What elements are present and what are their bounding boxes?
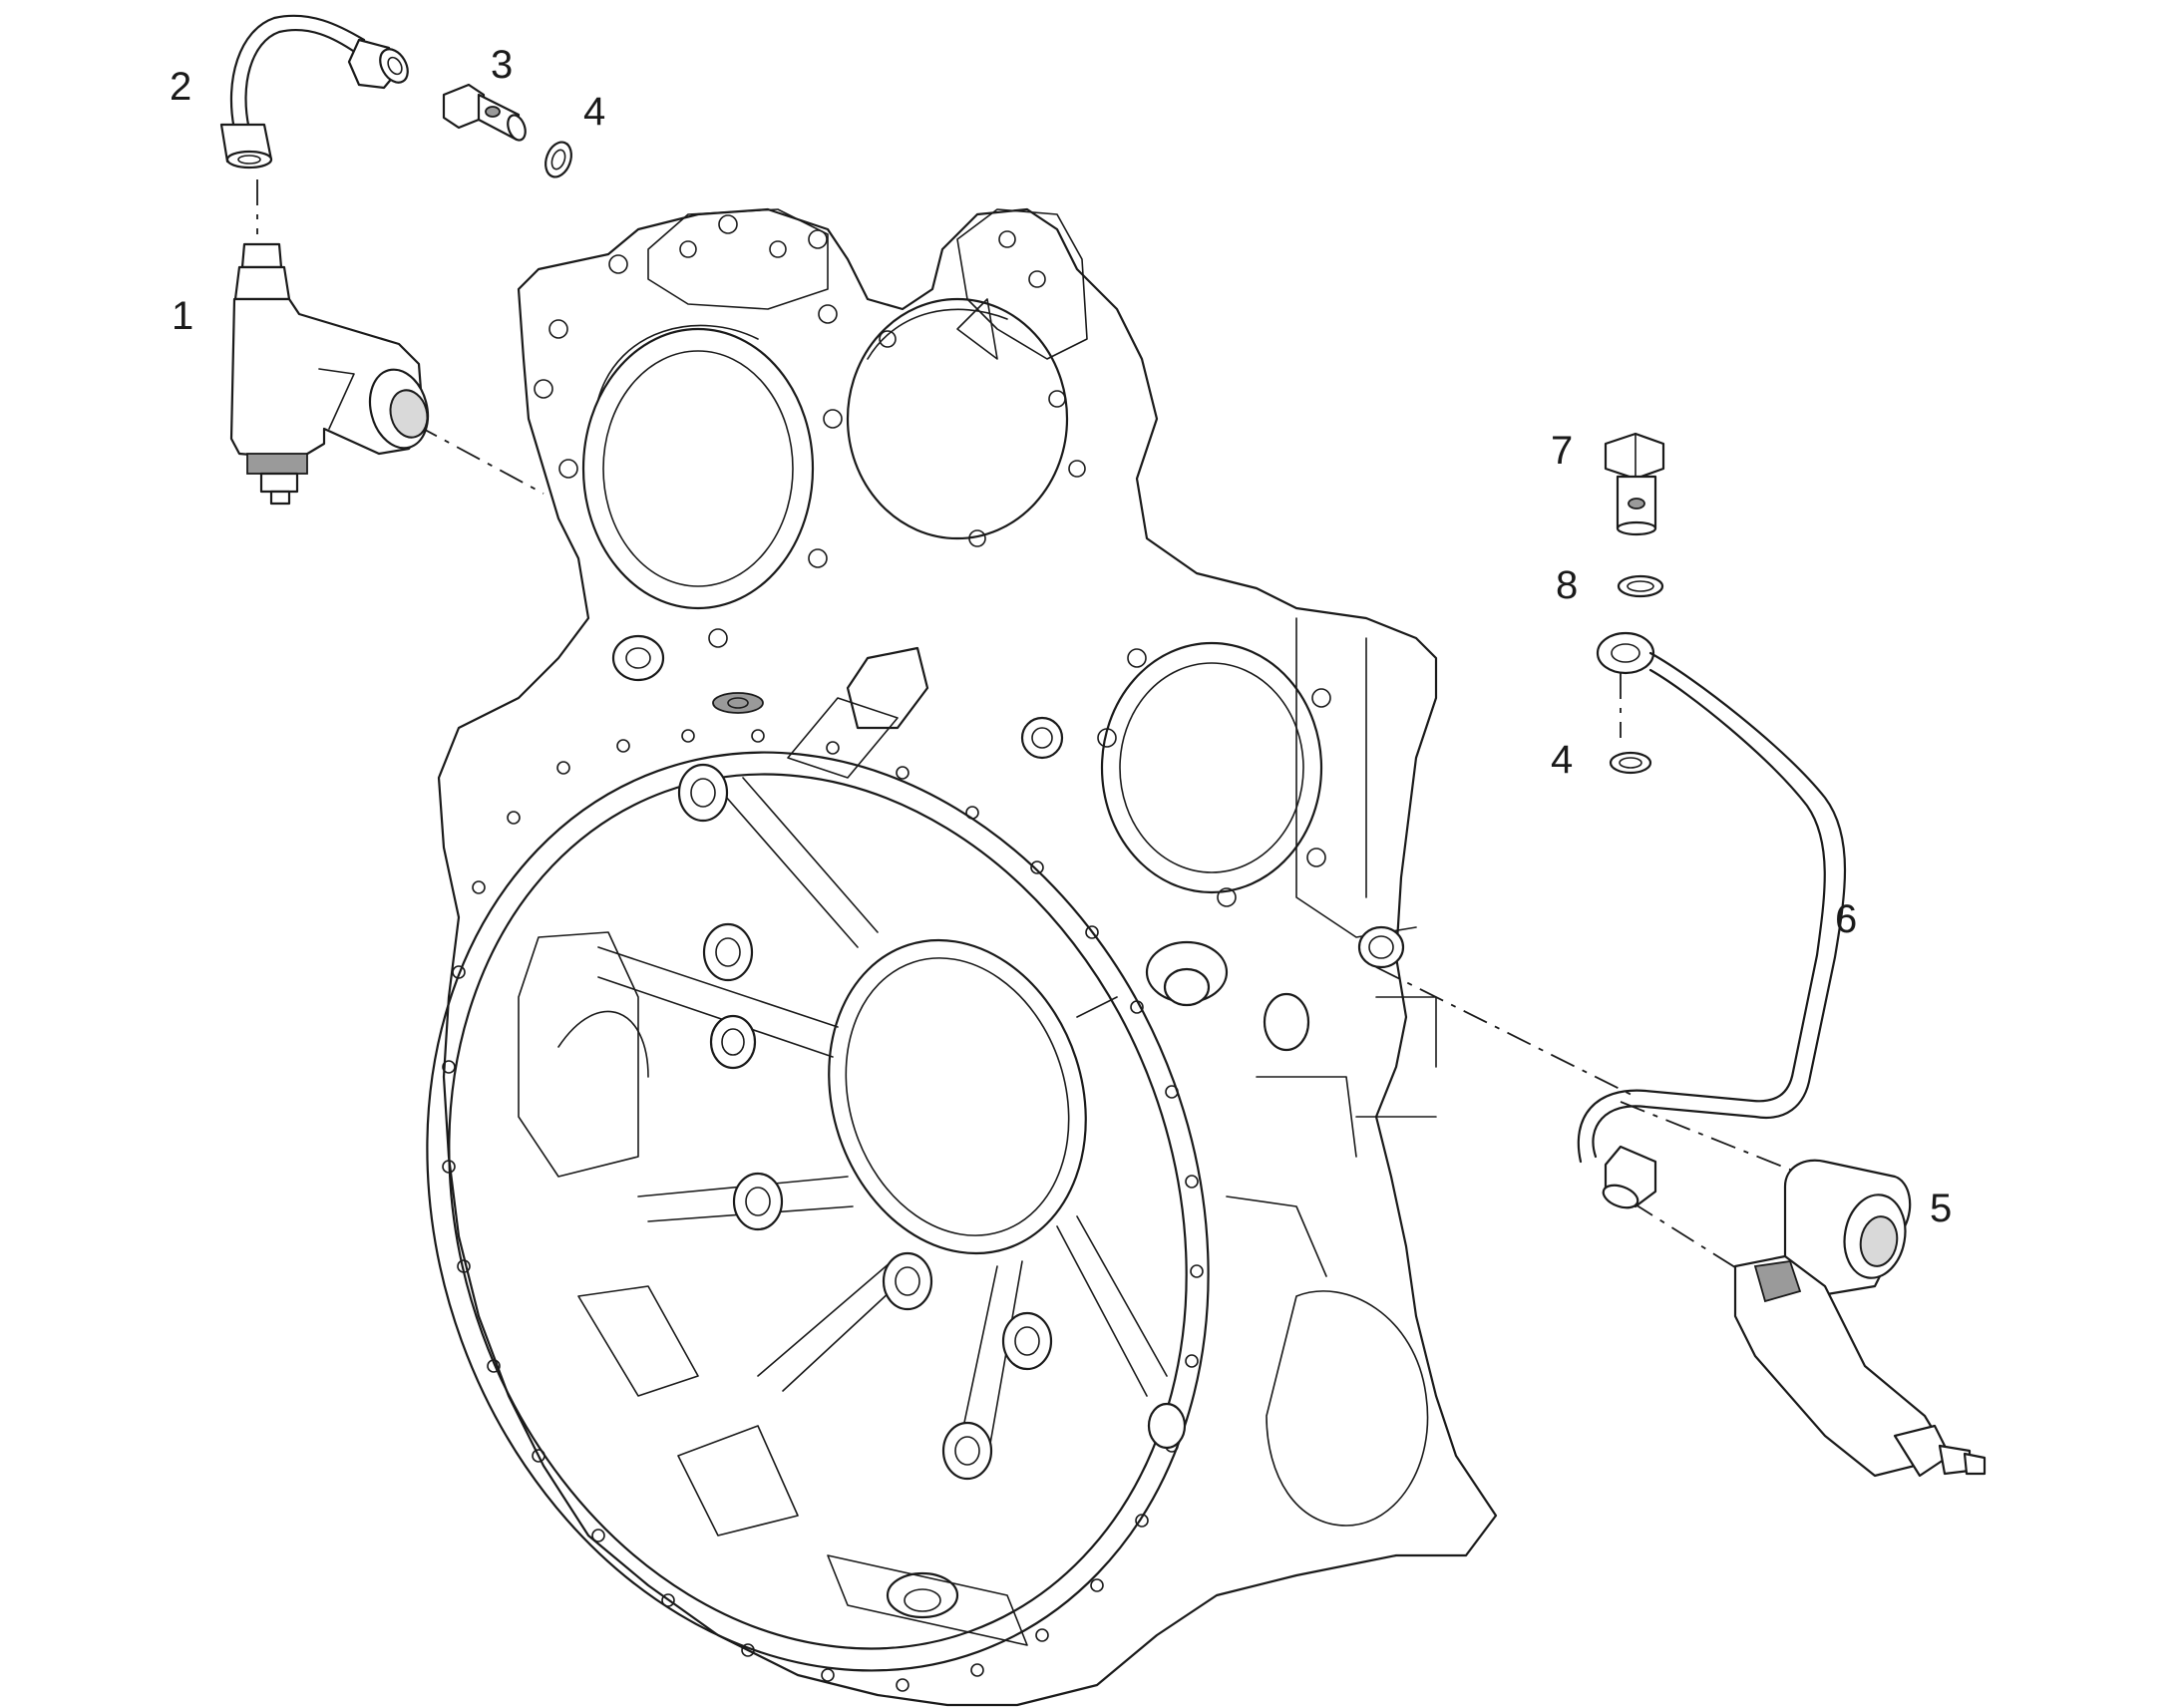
callout-8: 8: [1556, 563, 1578, 607]
part-4-washer-right: [1609, 751, 1652, 775]
callout-6: 6: [1835, 897, 1857, 941]
part-2-pipe: [219, 14, 409, 170]
part-4-washer-top: [545, 141, 572, 178]
part-6-pipe: [1577, 631, 1847, 1209]
callout-5: 5: [1930, 1187, 1952, 1230]
part-3-banjo-bolt: [442, 83, 527, 142]
callout-7: 7: [1551, 429, 1573, 473]
part-7-banjo-bolt: [1604, 432, 1665, 536]
flywheel-housing: [426, 207, 1498, 1707]
callout-4-top: 4: [583, 90, 605, 134]
part-1-solenoid-valve: [229, 242, 430, 506]
callout-3: 3: [491, 43, 513, 87]
part-5-solenoid-valve: [1733, 1159, 1987, 1478]
assembly-centerlines: [256, 179, 1796, 1287]
callout-4-right: 4: [1551, 738, 1573, 782]
callout-labels: 1 2 3 4 7 8 4 6 5: [170, 43, 1952, 1230]
callout-1: 1: [172, 294, 193, 338]
part-8-washer: [1617, 574, 1664, 598]
callout-2: 2: [170, 65, 191, 109]
